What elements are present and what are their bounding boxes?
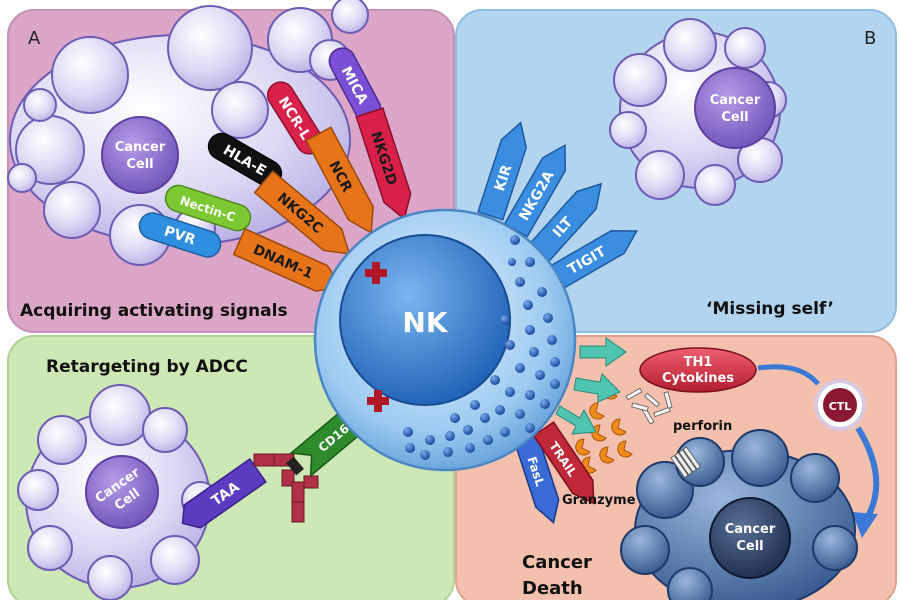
cancer-cell-c: Cancer Cell — [17, 384, 219, 601]
perforin-pore — [670, 446, 701, 479]
cancer-cell-d-label-line1: Cancer — [725, 522, 776, 537]
receptor-ncr: NCR — [305, 126, 374, 234]
plus-icon — [365, 262, 387, 284]
cancer-cell-b: Cancer Cell — [609, 18, 787, 206]
panel-c-caption: Retargeting by ADCC — [46, 357, 248, 377]
receptor-tigit: TIGIT — [544, 229, 639, 293]
ctl-cell: CTL — [814, 379, 866, 431]
cancer-cell-a-label-line1: Cancer — [115, 140, 166, 155]
receptor-kir-label: KIR — [492, 163, 516, 194]
ligand-pvr: PVR — [138, 212, 222, 258]
secretion-arrows — [555, 337, 627, 435]
receptor-ilt: ILT — [524, 182, 603, 267]
panel-b-letter: B — [864, 28, 876, 49]
cancer-cell-a-nucleus — [101, 116, 179, 194]
panel-a-letter: A — [28, 28, 41, 49]
granzyme-label: Granzyme — [562, 493, 636, 508]
panel-b-caption: ‘Missing self’ — [706, 299, 834, 319]
cancer-cell-b-nucleus — [694, 67, 776, 149]
cancer-cell-d-nucleus — [709, 497, 791, 579]
th1-label-line1: TH1 — [684, 355, 713, 370]
perforin-molecules — [625, 387, 673, 425]
cancer-cell-b-label-line2: Cell — [721, 110, 748, 125]
ctl-to-cancer-arrow — [855, 426, 880, 522]
panel-a-caption: Acquiring activating signals — [20, 301, 288, 321]
th1-to-ctl-arrow — [757, 364, 820, 386]
panel-d-caption-line2: Death — [522, 578, 583, 599]
ctl-label: CTL — [829, 400, 852, 413]
th1-cytokines: TH1 Cytokines — [639, 347, 757, 393]
plus-icon — [367, 390, 389, 412]
th1-label-line2: Cytokines — [662, 371, 734, 386]
ctl-to-cancer-arrowhead — [852, 512, 878, 538]
cancer-cell-b-label-line1: Cancer — [710, 93, 761, 108]
cancer-cell-c-nucleus — [85, 455, 159, 529]
receptor-kir: KIR — [477, 121, 528, 221]
nk-label: NK — [402, 306, 448, 339]
cancer-cell-d: Cancer Cell — [620, 429, 858, 604]
cytotoxic-granules — [403, 235, 560, 460]
nk-cell: NK — [313, 208, 577, 472]
cancer-cell-d-label-line2: Cell — [736, 539, 763, 554]
cancer-cell-a-label-line2: Cell — [126, 157, 153, 172]
perforin-label: perforin — [673, 419, 732, 434]
panel-d-caption-line1: Cancer — [522, 552, 592, 573]
